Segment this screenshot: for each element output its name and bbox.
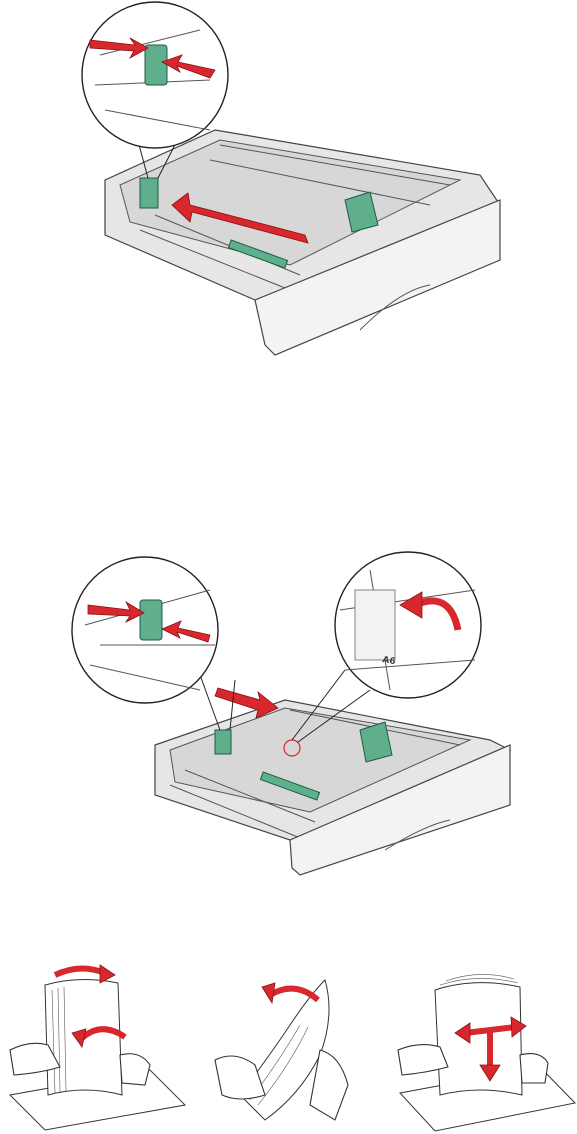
panel-fan-paper bbox=[215, 980, 348, 1120]
fan-arrow-head bbox=[262, 983, 275, 1003]
width-guide bbox=[140, 178, 158, 208]
width-guide-tab bbox=[140, 600, 162, 640]
panel-flex-paper bbox=[10, 965, 185, 1130]
width-guide bbox=[215, 730, 231, 754]
callout-leader-left-a bbox=[200, 675, 220, 730]
length-stop-flap bbox=[355, 590, 395, 660]
tray-illustration-1 bbox=[60, 0, 520, 365]
figure-prepare-paper bbox=[0, 955, 577, 1134]
left-hand-2 bbox=[215, 1056, 265, 1099]
paper-handling-illustration bbox=[0, 955, 577, 1134]
flex-arrow-top-head bbox=[100, 965, 115, 983]
panel-straighten-paper bbox=[398, 974, 575, 1131]
flex-arrow-top bbox=[55, 968, 105, 975]
figure-tray-width-guide bbox=[60, 0, 520, 365]
right-hand-3 bbox=[520, 1054, 548, 1083]
paper-stack-3 bbox=[435, 983, 522, 1095]
figure-tray-length-guide: A6 bbox=[70, 550, 520, 880]
right-hand-1 bbox=[120, 1054, 150, 1085]
tray-illustration-2: A6 bbox=[70, 550, 520, 880]
width-guide-tab bbox=[145, 45, 167, 85]
